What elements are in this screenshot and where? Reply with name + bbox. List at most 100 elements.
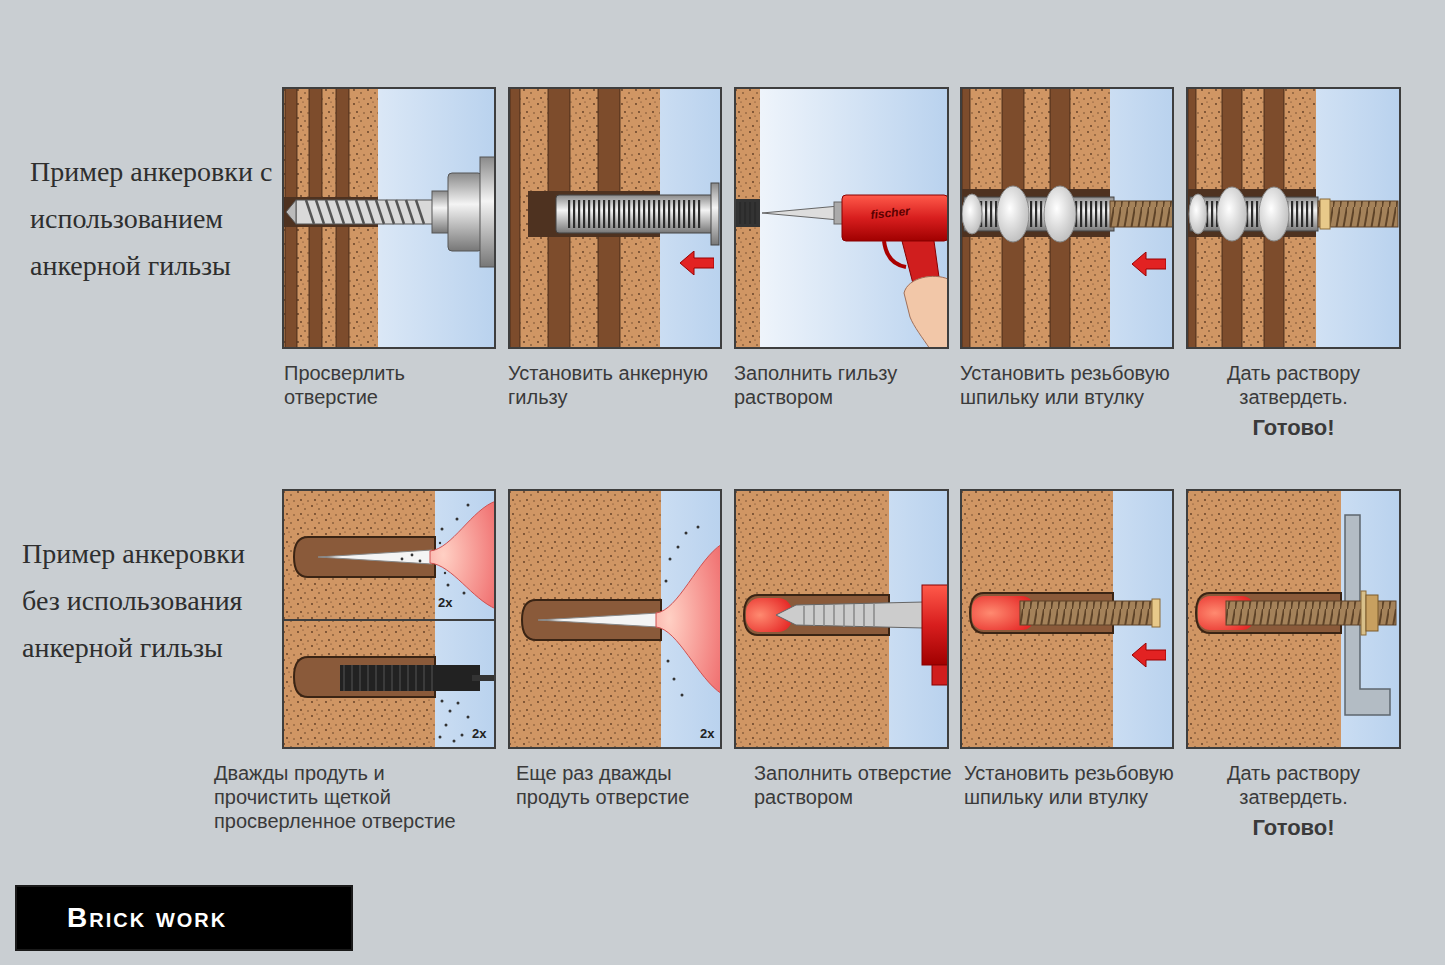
mixer-ribs [804, 603, 874, 627]
step-panel: Дать раствору затвердеть.Готово! [1186, 87, 1401, 441]
step-caption: Заполнить гильзу раствором [734, 361, 952, 409]
dust [439, 736, 442, 739]
dust [677, 546, 680, 549]
panel-frame [508, 489, 722, 749]
step-panel: Дать раствору затвердеть.Готово! [1186, 489, 1401, 841]
hand [904, 276, 948, 349]
dust [439, 542, 441, 544]
sleeve-scene [508, 87, 722, 349]
sky [960, 87, 1174, 349]
row-heading: Пример анкеровки с использованием анкерн… [30, 148, 276, 289]
sky [734, 87, 948, 349]
step-caption: Просверлить отверстие [284, 361, 498, 409]
brick-hollow [510, 87, 520, 349]
mortar-bulge [1217, 187, 1247, 241]
clean-scene [282, 489, 496, 749]
sky [1186, 87, 1400, 349]
drill-spiral [306, 200, 424, 224]
step-caption: Еще раз дважды продуть отверстие [516, 761, 728, 809]
dust [411, 554, 414, 557]
brand-mark: fischer [870, 205, 910, 221]
drill-bit [296, 200, 436, 224]
panel-frame [734, 87, 949, 349]
dust [685, 532, 688, 535]
sky [282, 489, 496, 749]
done-scene [1186, 489, 1400, 749]
step-panel: Установить анкерную гильзу [508, 87, 722, 409]
dust [669, 558, 672, 561]
caption-block: Установить резьбовую шпильку или втулку [964, 761, 1178, 809]
sleeve-flange [711, 183, 719, 245]
washer [1361, 591, 1366, 635]
drill-hole [522, 600, 661, 640]
rod-collar [1152, 599, 1160, 627]
rod-scene [960, 87, 1174, 349]
drill-body [480, 157, 496, 267]
blow-pump [430, 501, 496, 609]
brick-wall [960, 87, 1110, 349]
brick-wall [508, 489, 661, 749]
sky [734, 489, 948, 749]
watermark-badge: Brick work [15, 885, 353, 951]
dust [445, 724, 448, 727]
blow-scene [508, 489, 722, 749]
blow-pump [656, 544, 722, 694]
mortar-bulge [1189, 194, 1207, 234]
dust [453, 740, 456, 743]
repeat-count: 2x [700, 727, 714, 740]
repeat-count: 2x [438, 596, 452, 609]
dust [401, 558, 404, 561]
drill-hole [294, 537, 435, 577]
step-caption: Установить резьбовую шпильку или втулку [960, 361, 1178, 409]
panel-frame [734, 489, 949, 749]
threaded-rod [1110, 201, 1174, 227]
drill-chuck [448, 173, 482, 251]
mortar-bulge [1259, 187, 1289, 241]
anchor-sleeve [556, 195, 716, 233]
rod-scene [960, 489, 1174, 749]
inject-scene [734, 87, 948, 349]
row-heading: Пример анкеровки без использования анкер… [22, 530, 278, 671]
caption-block: Заполнить гильзу раствором [734, 361, 952, 409]
done-scene [1186, 87, 1400, 349]
caption-block: Дать раствору затвердеть.Готово! [1183, 761, 1404, 841]
rod-scene [960, 489, 1174, 749]
sky [1186, 489, 1400, 749]
blow-nozzle [318, 550, 432, 564]
watermark-text: Brick work [17, 902, 227, 934]
dust [439, 700, 470, 743]
sky [282, 87, 496, 349]
panel-frame [282, 489, 496, 749]
mortar-bulge [1044, 186, 1076, 242]
brush-rod [472, 675, 496, 681]
step-panel: Заполнить гильзу раствором [734, 87, 949, 409]
step-panel: Установить резьбовую шпильку или втулку [960, 87, 1174, 409]
gun-trigger [884, 241, 906, 267]
sleeve-end [734, 199, 760, 227]
panel-frame [1186, 87, 1401, 349]
step-panel: Еще раз дважды продуть отверстие [508, 489, 722, 809]
mixer-nozzle [776, 602, 924, 628]
sky [508, 87, 722, 349]
panel-frame [508, 87, 722, 349]
panel-divider [282, 619, 496, 621]
brick-wall [734, 87, 760, 349]
step-caption: Установить анкерную гильзу [508, 361, 726, 409]
mortar-bulge [997, 186, 1029, 242]
injection-gun [842, 195, 948, 241]
caption-block: Еще раз дважды продуть отверстие [516, 761, 728, 809]
rod-scene [960, 87, 1174, 349]
dust [441, 528, 444, 531]
dust [449, 710, 452, 713]
dust [419, 560, 422, 563]
brick-wall [1186, 87, 1316, 349]
caption-block: Установить резьбовую шпильку или втулку [960, 361, 1178, 409]
brush-bristles [344, 665, 432, 691]
dust [444, 572, 446, 574]
threaded-rod [1020, 601, 1154, 625]
done-scene [1186, 489, 1400, 749]
step-caption: Установить резьбовую шпильку или втулку [964, 761, 1178, 809]
dust [457, 702, 460, 705]
step-caption: Дважды продуть и прочистить щеткой просв… [214, 761, 488, 833]
dust [467, 716, 470, 719]
